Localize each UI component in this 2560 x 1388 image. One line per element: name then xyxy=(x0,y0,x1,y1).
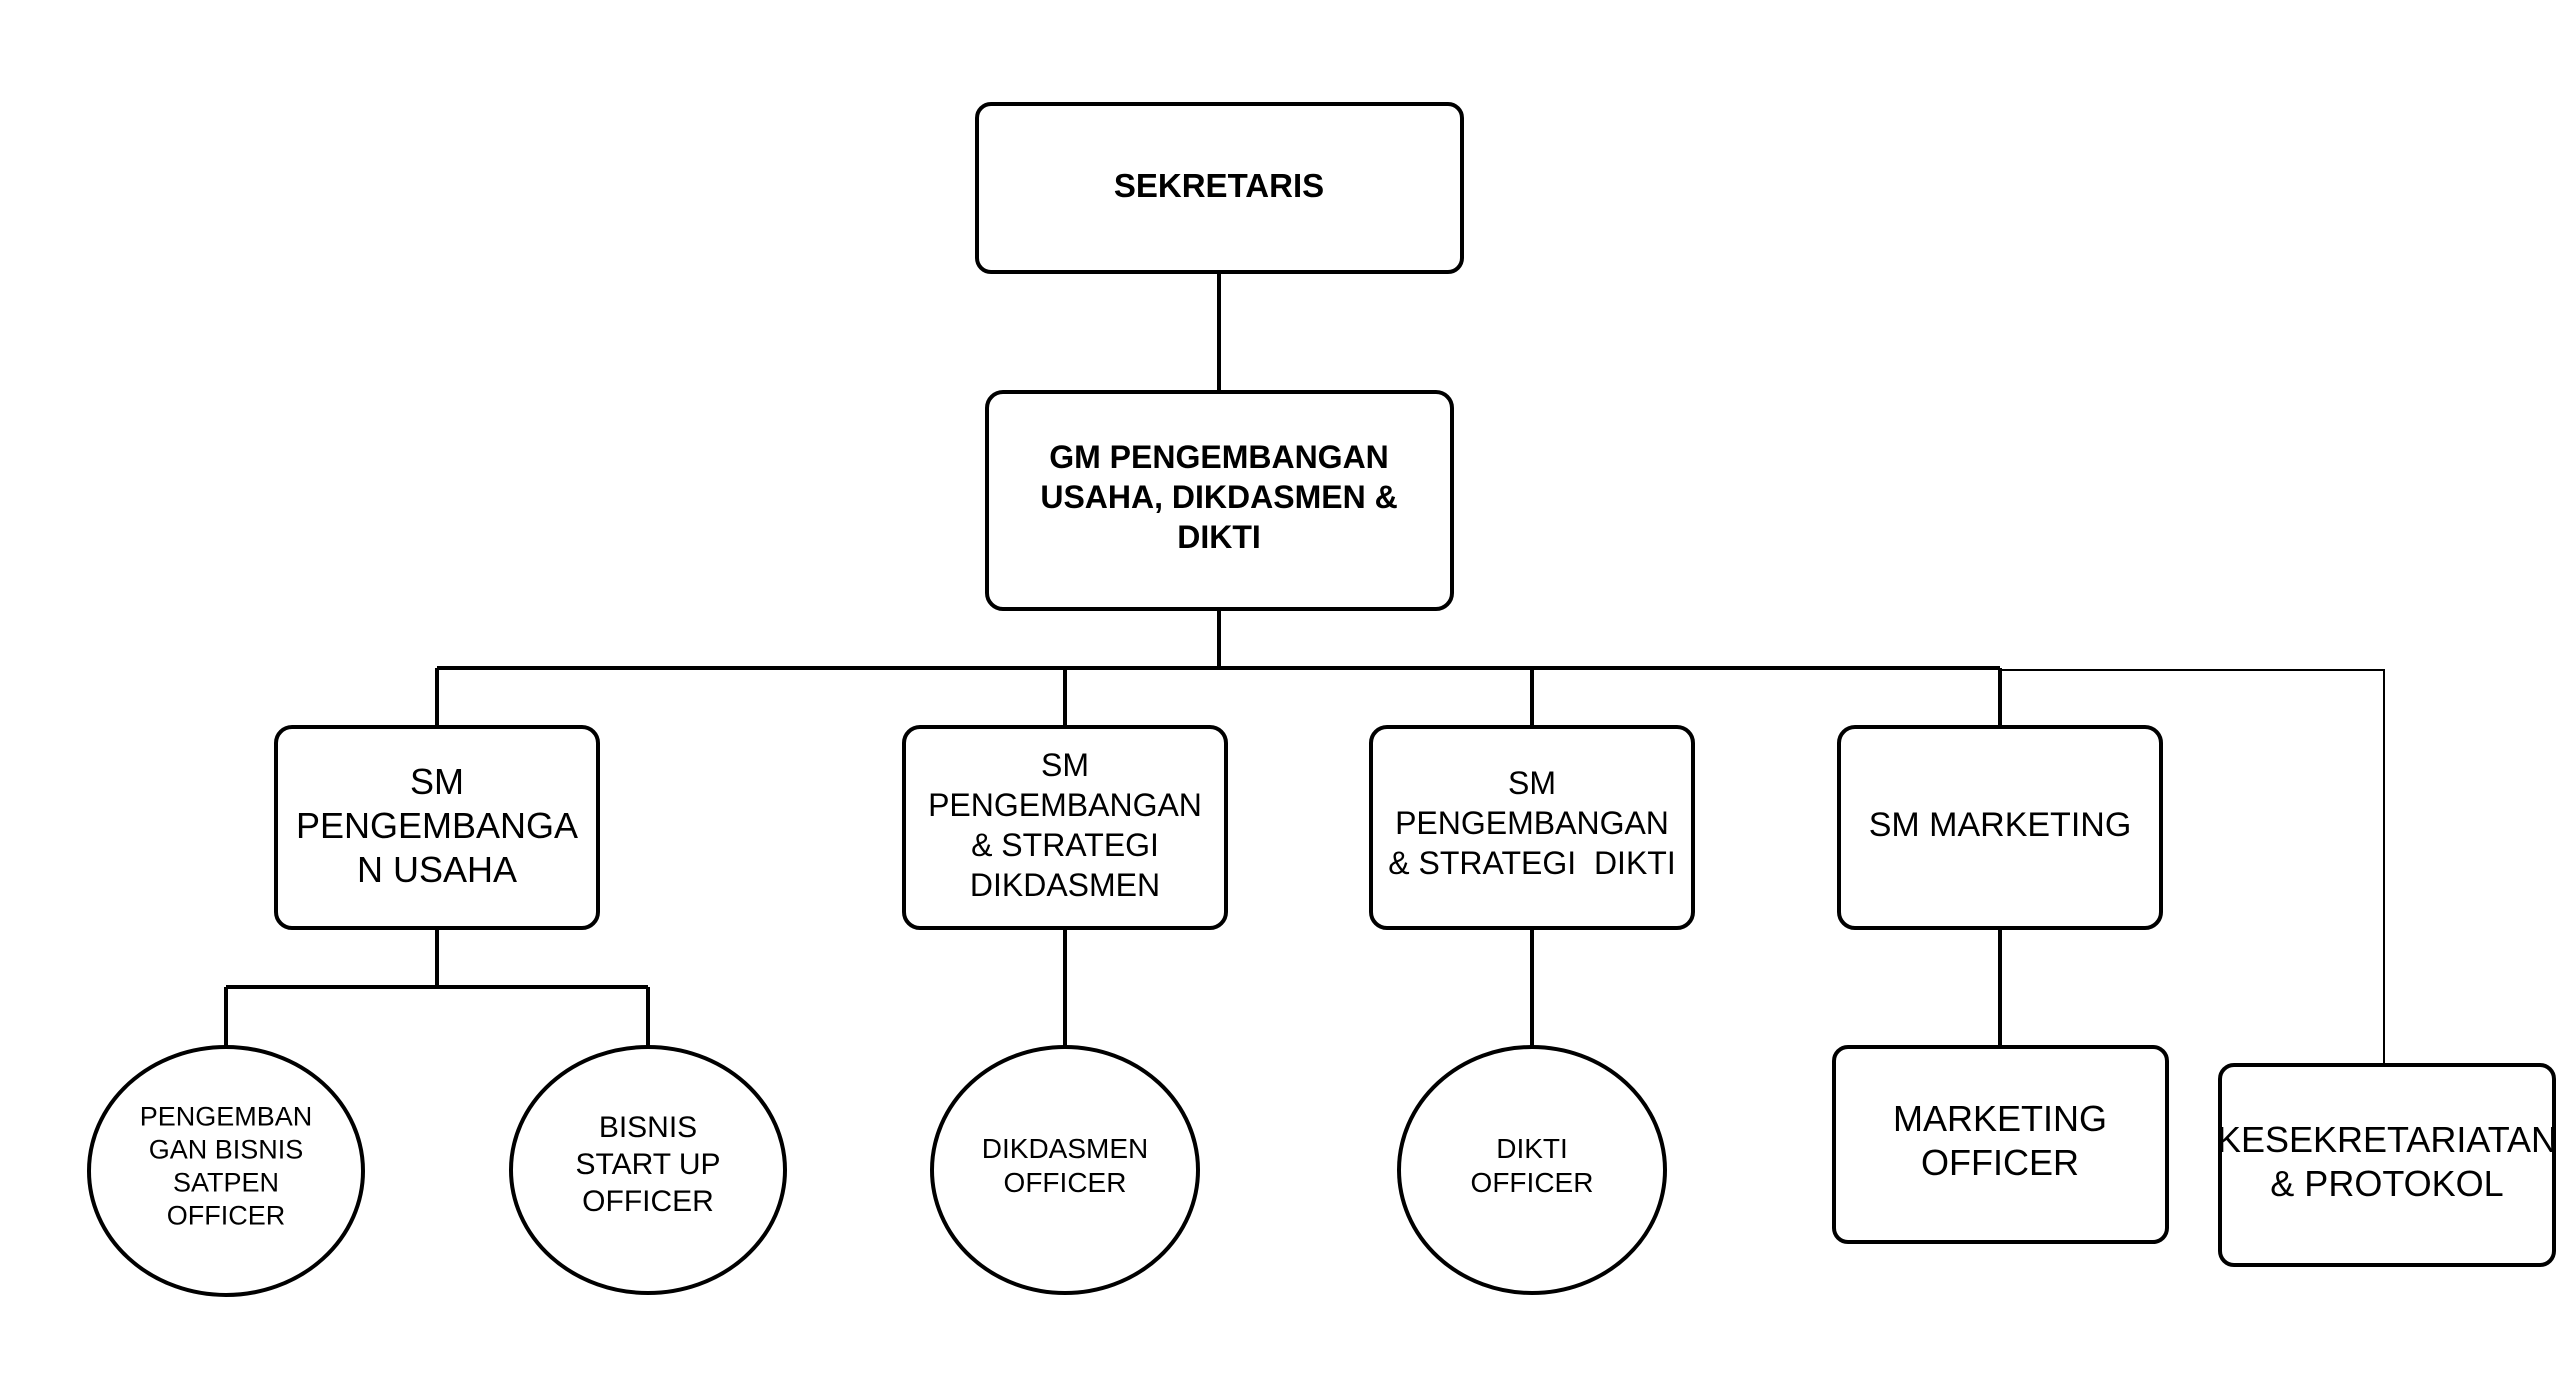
node-label-line: SM xyxy=(1508,765,1556,801)
node-label-line: DIKDASMEN xyxy=(982,1133,1148,1164)
node-dikdasmen-officer-shape xyxy=(930,1045,1200,1295)
node-label-line: OFFICER xyxy=(1471,1167,1594,1198)
node-sm-dikdasmen-box xyxy=(902,725,1228,930)
node-sm-dikdasmen: SM PENGEMBANGAN & STRATEGI DIKDASMEN xyxy=(902,725,1228,930)
node-label-line: & STRATEGI DIKTI xyxy=(1388,845,1675,881)
node-label-line: DIKDASMEN xyxy=(970,867,1160,903)
node-label-line: OFFICER xyxy=(1921,1142,2079,1183)
node-label-line: SM xyxy=(410,761,464,802)
node-label-line: SM MARKETING xyxy=(1869,806,2132,844)
node-label-line: SEKRETARIS xyxy=(1114,167,1324,204)
node-label-line: OFFICER xyxy=(582,1185,714,1218)
node-bisnis-startup-label: BISNIS START UP OFFICER xyxy=(575,1111,720,1218)
node-label-line: N USAHA xyxy=(357,849,517,890)
node-kesekretariatan-box xyxy=(2218,1063,2556,1267)
node-dikti-officer-shape xyxy=(1397,1045,1667,1295)
node-sm-marketing-box xyxy=(1837,725,2163,930)
node-label-line: GM PENGEMBANGAN xyxy=(1049,439,1389,475)
node-kesekretariatan-label: KESEKRETARIATAN& PROTOKOL xyxy=(2217,1119,2557,1204)
node-sm-dikti: SM PENGEMBANGAN & STRATEGI DIKTI xyxy=(1369,725,1695,930)
connectors xyxy=(224,272,2002,1047)
node-label-line: MARKETING xyxy=(1893,1098,2107,1139)
node-label-line: & STRATEGI xyxy=(971,827,1159,863)
node-marketing-officer-box xyxy=(1832,1045,2169,1244)
node-label-line: START UP xyxy=(575,1148,720,1181)
node-label-line: PENGEMBANGAN xyxy=(1395,805,1669,841)
node-pengembangan-bisnis-shape xyxy=(87,1045,365,1297)
node-bisnis-startup-shape xyxy=(509,1045,787,1295)
node-label-line: PENGEMBAN xyxy=(140,1102,313,1132)
node-sm-marketing: SM MARKETING xyxy=(1837,725,2163,930)
node-sekretaris-box xyxy=(975,102,1464,274)
node-gm-box xyxy=(985,390,1454,611)
node-label-line: OFFICER xyxy=(1004,1167,1127,1198)
node-sm-dikdasmen-label: SM PENGEMBANGAN & STRATEGI DIKDASMEN xyxy=(928,747,1202,903)
node-label-line: DIKTI xyxy=(1496,1133,1568,1164)
node-sm-dikti-box xyxy=(1369,725,1695,930)
node-label-line: PENGEMBANGA xyxy=(296,805,578,846)
node-gm-label: GM PENGEMBANGAN USAHA, DIKDASMEN & DIKTI xyxy=(1040,439,1397,555)
node-sm-dikti-label: SM PENGEMBANGAN & STRATEGI DIKTI xyxy=(1388,765,1675,881)
node-label-line: DIKTI xyxy=(1177,519,1261,555)
node-label-line: & PROTOKOL xyxy=(2270,1163,2503,1204)
node-sekretaris: SEKRETARIS xyxy=(975,102,1464,274)
node-label-line: OFFICER xyxy=(167,1201,286,1231)
node-label-line: GAN BISNIS xyxy=(149,1135,304,1165)
node-label-line: USAHA, DIKDASMEN & xyxy=(1040,479,1397,515)
node-sekretaris-label: SEKRETARIS xyxy=(1114,167,1324,204)
node-label-line: SATPEN xyxy=(173,1168,279,1198)
node-kesekretariatan: KESEKRETARIATAN& PROTOKOL xyxy=(2217,1063,2557,1267)
node-label-line: SM xyxy=(1041,747,1089,783)
node-label-line: KESEKRETARIATAN xyxy=(2217,1119,2557,1160)
connector-to-kesekretariatan xyxy=(2000,669,2385,1065)
node-bisnis-startup: BISNIS START UP OFFICER xyxy=(509,1045,787,1295)
node-sm-usaha-box xyxy=(274,725,600,930)
node-gm: GM PENGEMBANGAN USAHA, DIKDASMEN & DIKTI xyxy=(985,390,1454,611)
node-sm-marketing-label: SM MARKETING xyxy=(1869,806,2132,844)
node-label-line: BISNIS xyxy=(599,1111,697,1144)
node-label-line: PENGEMBANGAN xyxy=(928,787,1202,823)
